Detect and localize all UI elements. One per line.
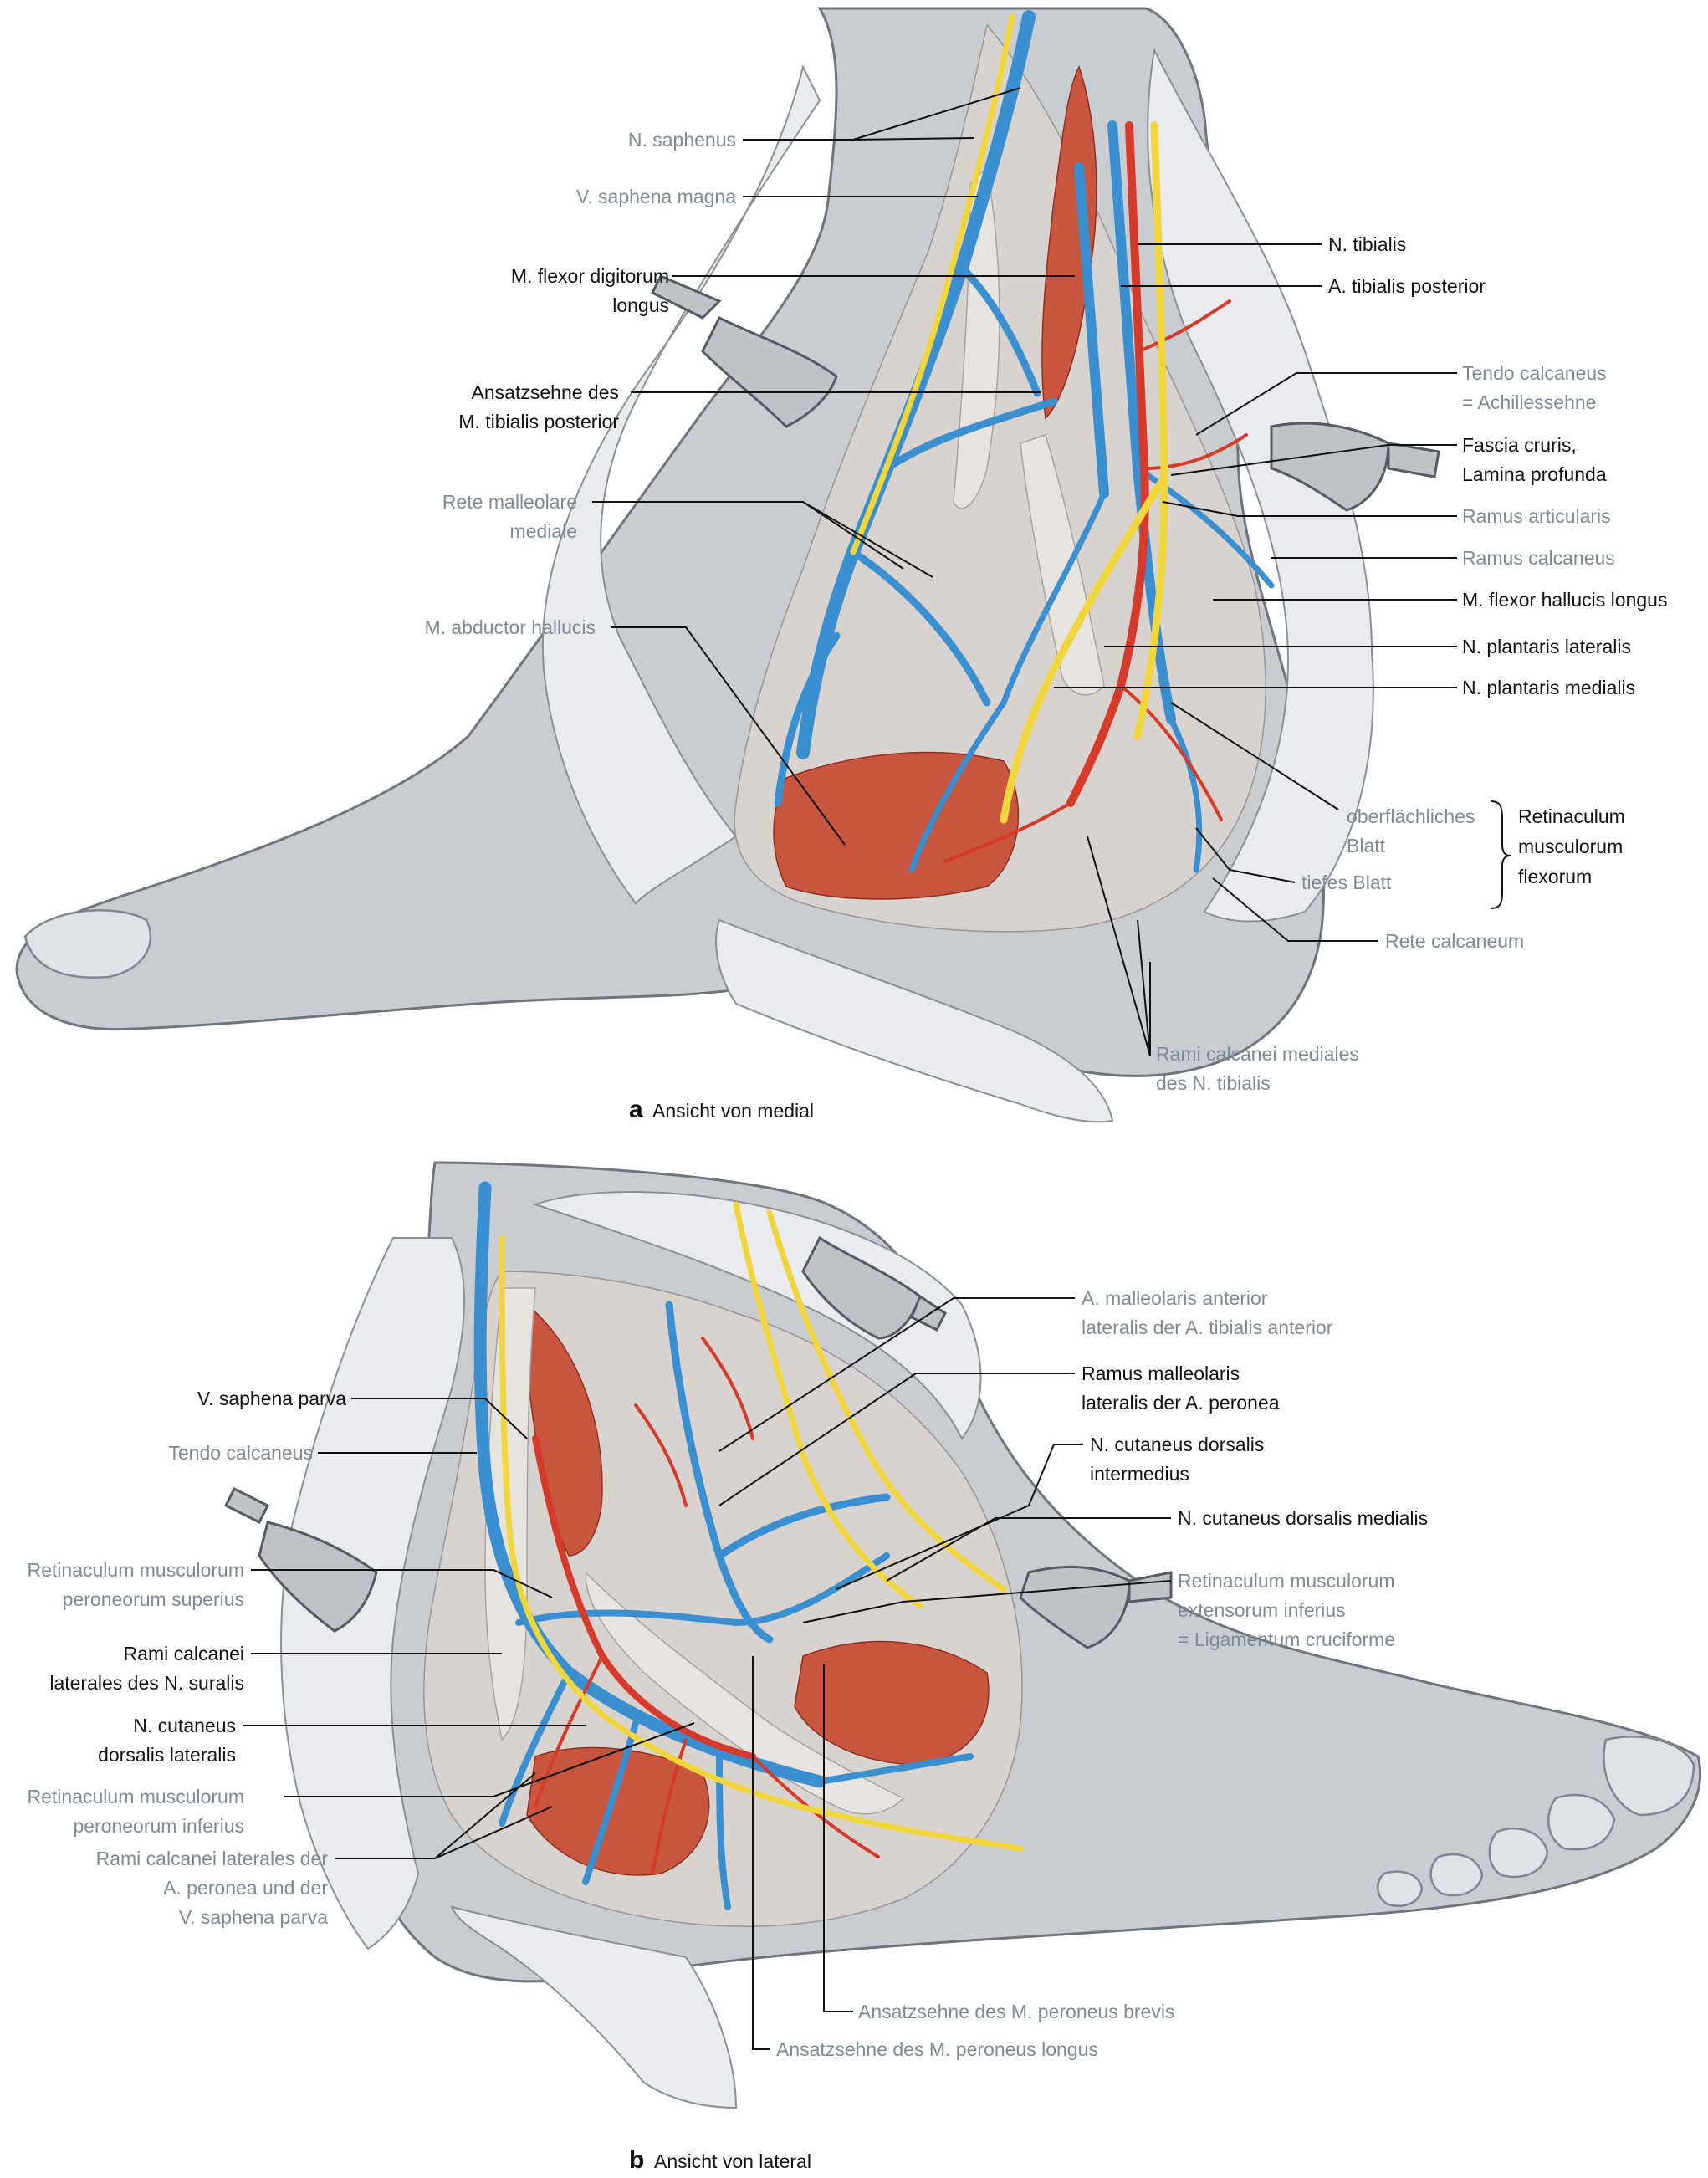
panel-a-dissection-field [734, 23, 1266, 933]
panel-a-abductor-hallucis-muscle [773, 751, 1020, 900]
panel-a-skin-flap-left [542, 64, 821, 905]
panel-b-calcaneal-muscle [526, 1746, 710, 1876]
panel-a-nerve-tibialis [1000, 121, 1168, 824]
label-ramus-malleolaris-2: lateralis der A. peronea [1082, 1392, 1280, 1414]
label-retinaculum-flex-1: Retinaculum [1518, 805, 1625, 827]
panel-a-flexor-digitorum-muscle [1041, 65, 1097, 420]
label-a-malleolaris-2: lateralis der A. tibialis anterior [1082, 1317, 1333, 1338]
label-v-saphena-magna: V. saphena magna [576, 186, 736, 207]
panel-b-vessels [473, 1181, 1024, 1910]
label-a-tibialis-posterior: A. tibialis posterior [1328, 275, 1486, 297]
label-retinaculum-per-sup-2: peroneorum superius [63, 1588, 244, 1610]
label-ramus-articularis: Ramus articularis [1462, 505, 1611, 527]
panel-b-vein-branches [499, 1552, 974, 1910]
label-ansatzsehne-tib-1: Ansatzsehne des [472, 381, 619, 403]
label-fascia-cruris-1: Fascia cruris, [1462, 434, 1577, 456]
panel-a-artery-branches [943, 299, 1248, 863]
panel-a-retractor-hook-right [1270, 422, 1440, 512]
label-retinaculum-per-sup-1: Retinaculum musculorum [28, 1559, 244, 1581]
panel-b-tendon-peroneus [585, 1571, 905, 1815]
label-n-cutaneus-di-2: intermedius [1090, 1463, 1189, 1485]
label-rami-calcanei-lat-a-3: V. saphena parva [179, 1906, 328, 1928]
panel-a-artery-tibialis-posterior [1066, 121, 1149, 807]
panel-a-illustration [15, 7, 1440, 1123]
panel-b-labels: V. saphena parva Tendo calcaneus Retinac… [28, 1287, 1429, 2060]
panel-a-vessels [774, 10, 1275, 873]
label-n-cutaneus-dl-1: N. cutaneus [133, 1715, 236, 1736]
panel-a-vein-branch [774, 263, 1058, 807]
label-n-cutaneus-di-1: N. cutaneus dorsalis [1090, 1434, 1264, 1455]
panel-a-labels: N. saphenus V. saphena magna M. flexor d… [424, 129, 1667, 1094]
panel-b-nerve-dorsal [733, 1201, 1007, 1609]
label-n-plantaris-lateralis: N. plantaris lateralis [1462, 636, 1631, 657]
label-rami-calcanei-med-1: Rami calcanei mediales [1156, 1043, 1359, 1065]
label-rete-calcaneum: Rete calcaneum [1385, 930, 1524, 952]
panel-b-caption-letter: b [629, 2146, 644, 2174]
panel-b-extensor-brevis-muscle [794, 1640, 990, 1766]
panel-a-big-toe [23, 909, 152, 979]
label-n-tibialis: N. tibialis [1328, 233, 1406, 255]
label-ansatzsehne-longus: Ansatzsehne des M. peroneus longus [776, 2038, 1098, 2060]
panel-b-skin-flap-left [280, 1237, 465, 1950]
panel-b-skin-flap-top [532, 1191, 982, 1440]
panel-b-skin-flap-bottom [450, 1905, 738, 2109]
panel-b-illustration [223, 1161, 1702, 2109]
panel-b-retractor-hook-top [801, 1235, 947, 1340]
label-ramus-malleolaris-1: Ramus malleolaris [1082, 1363, 1240, 1384]
label-retinaculum-ext-2: extensorum inferius [1178, 1599, 1346, 1621]
panel-b-caption-text: Ansicht von lateral [654, 2150, 811, 2172]
label-retinaculum-ext-3: = Ligamentum cruciforme [1178, 1628, 1395, 1650]
label-m-abductor-hallucis: M. abductor hallucis [424, 616, 596, 638]
label-rami-calcanei-med-2: des N. tibialis [1156, 1072, 1271, 1094]
label-retinaculum-flex-3: flexorum [1518, 866, 1592, 887]
label-v-saphena-parva: V. saphena parva [197, 1388, 346, 1409]
panel-a-skin-flap-right [1147, 47, 1374, 923]
label-retinaculum-flex-2: musculorum [1518, 836, 1623, 857]
label-rami-calcanei-lat-a-1: Rami calcanei laterales der [96, 1848, 329, 1869]
label-tendo-calcaneus-1: Tendo calcaneus [1462, 362, 1607, 384]
label-m-flexor-digitorum-2: longus [612, 294, 669, 316]
panel-a-vein-plantar-branches [908, 465, 1275, 873]
panel-b-retractor-hook-left [223, 1486, 378, 1633]
label-tendo-calcaneus-2: = Achillessehne [1462, 391, 1596, 413]
panel-b-leader-lines [243, 1297, 1172, 2050]
label-retinaculum-per-inf-2: peroneorum inferius [73, 1815, 244, 1837]
label-tiefes-blatt: tiefes Blatt [1301, 872, 1392, 893]
panel-a-nerve-saphenus [850, 13, 1015, 555]
label-ramus-calcaneus: Ramus calcaneus [1462, 547, 1615, 569]
panel-b-toes [1377, 1736, 1695, 1907]
label-rami-calcanei-lat-2: laterales des N. suralis [49, 1672, 244, 1694]
label-retinaculum-ext-1: Retinaculum musculorum [1178, 1570, 1394, 1592]
panel-a-tendon-flexor-hallucis [1020, 434, 1105, 696]
label-fascia-cruris-2: Lamina profunda [1462, 463, 1607, 485]
panel-a-caption-letter: a [629, 1096, 643, 1123]
label-rete-malleolare-1: Rete malleolare [442, 491, 577, 513]
label-ansatzsehne-tib-2: M. tibialis posterior [458, 411, 619, 432]
label-n-plantaris-medialis: N. plantaris medialis [1462, 677, 1635, 698]
panel-a-retractor-hook-left [650, 274, 838, 428]
label-m-flexor-digitorum-1: M. flexor digitorum [511, 265, 669, 287]
panel-b-vein-dorsal [665, 1301, 891, 1644]
panel-a-caption: a Ansicht von medial [629, 1096, 814, 1123]
label-n-saphenus: N. saphenus [628, 129, 736, 151]
label-retinaculum-per-inf-1: Retinaculum musculorum [28, 1786, 244, 1807]
label-a-malleolaris-1: A. malleolaris anterior [1082, 1287, 1268, 1309]
label-n-cutaneus-dm: N. cutaneus dorsalis medialis [1178, 1507, 1428, 1529]
panel-b-retractor-hook-right [1019, 1565, 1173, 1649]
label-n-cutaneus-dl-2: dorsalis lateralis [98, 1744, 236, 1766]
panel-a-skin-flap-bottom [715, 918, 1114, 1123]
panel-a-caption-text: Ansicht von medial [652, 1100, 814, 1122]
label-rete-malleolare-2: mediale [509, 520, 577, 542]
label-rami-calcanei-lat-a-2: A. peronea und der [163, 1877, 328, 1899]
panel-a-leader-lines [592, 87, 1511, 1056]
label-rami-calcanei-lat-1: Rami calcanei [124, 1643, 244, 1664]
label-tendo-calcaneus-b: Tendo calcaneus [168, 1442, 313, 1464]
panel-b-nerve-suralis [499, 1235, 1024, 1852]
label-ansatzsehne-brevis: Ansatzsehne des M. peroneus brevis [858, 2001, 1174, 2022]
label-oberflaechliches-2: Blatt [1347, 835, 1386, 856]
label-oberflaechliches-1: oberflächliches [1347, 805, 1475, 827]
label-m-flexor-hallucis: M. flexor hallucis longus [1462, 589, 1667, 611]
panel-b-caption: b Ansicht von lateral [629, 2146, 811, 2174]
